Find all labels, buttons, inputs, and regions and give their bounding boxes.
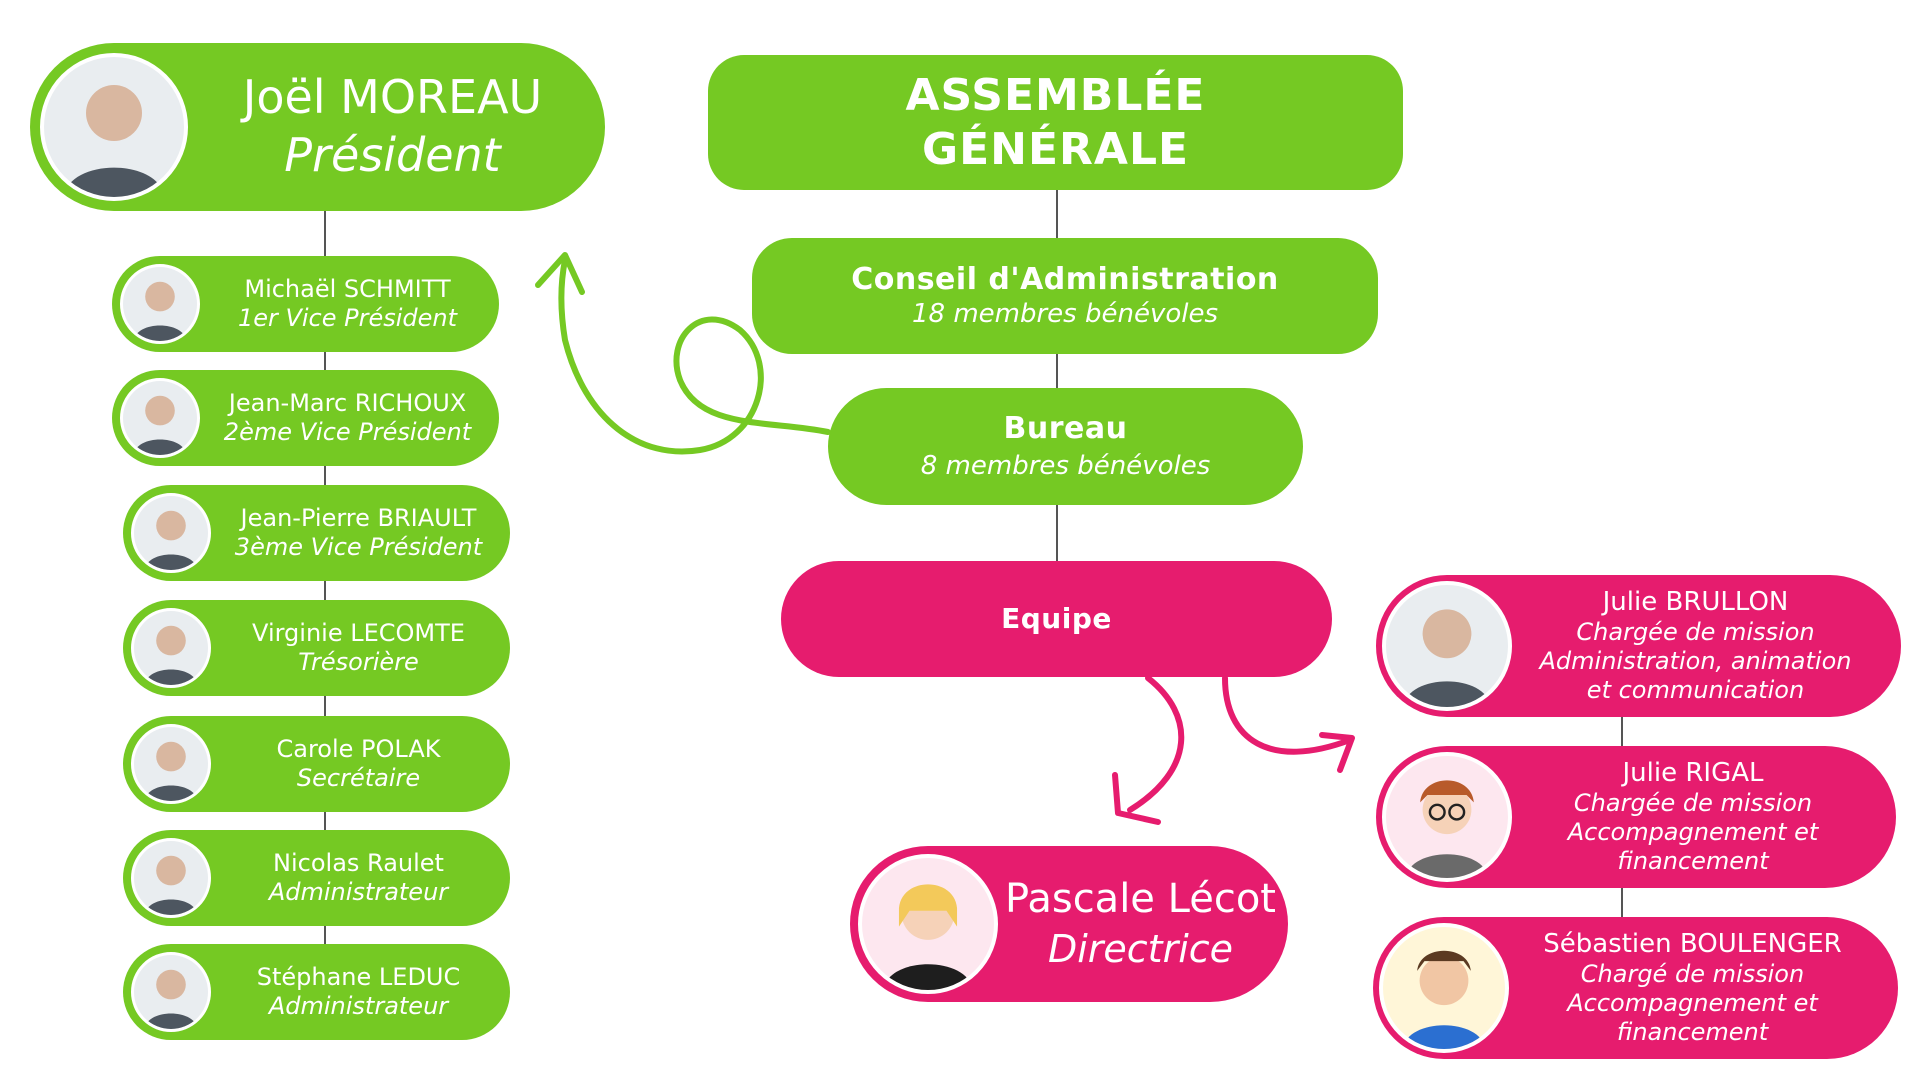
board-member-name: Stéphane LEDUC: [256, 963, 461, 992]
board-member-card: Jean-Pierre BRIAULT 3ème Vice Président: [123, 485, 510, 581]
staff-detail: financement: [1616, 1017, 1769, 1046]
board-member-card: Carole POLAK Secrétaire: [123, 716, 510, 812]
board-member-name: Carole POLAK: [276, 735, 441, 764]
team-title: Equipe: [1001, 602, 1112, 636]
staff-role: Chargé de mission: [1580, 960, 1805, 989]
bureau-to-president-arrowhead: [535, 252, 585, 295]
board-member-card: Nicolas Raulet Administrateur: [123, 830, 510, 926]
board-member-role: 3ème Vice Président: [234, 533, 483, 561]
staff-role: Chargée de mission: [1576, 618, 1815, 647]
team-to-director-arrow: [1127, 675, 1185, 813]
board-member-card: Stéphane LEDUC Administrateur: [123, 944, 510, 1040]
team-box: Equipe: [781, 561, 1332, 677]
board-member-role: Trésorière: [298, 648, 419, 676]
president-name: Joël MOREAU: [242, 70, 543, 125]
council-subtitle: 18 membres bénévoles: [911, 299, 1219, 330]
board-member-card: Jean-Marc RICHOUX 2ème Vice Président: [112, 370, 499, 466]
assembly-title-line2: GÉNÉRALE: [921, 123, 1190, 175]
photo-portrait-icon: [120, 264, 200, 344]
team-to-director-arrowhead: [1112, 772, 1161, 825]
president-card: Joël MOREAU Président: [30, 43, 605, 211]
cartoon-avatar-icon: [858, 854, 998, 994]
photo-portrait-icon: [131, 608, 211, 688]
director-name: Pascale Lécot: [1005, 876, 1276, 923]
board-member-role: Administrateur: [268, 878, 449, 906]
board-member-role: Administrateur: [268, 992, 449, 1020]
board-member-card: Virginie LECOMTE Trésorière: [123, 600, 510, 696]
staff-name: Julie BRULLON: [1602, 587, 1789, 618]
board-member-name: Jean-Pierre BRIAULT: [240, 504, 477, 533]
staff-card: Julie RIGAL Chargée de mission Accompagn…: [1376, 746, 1896, 888]
photo-portrait-icon: [131, 493, 211, 573]
staff-name: Sébastien BOULENGER: [1543, 929, 1842, 960]
general-assembly-box: ASSEMBLÉE GÉNÉRALE: [708, 55, 1403, 190]
bureau-to-president-arrow: [558, 257, 831, 455]
staff-detail: financement: [1617, 846, 1769, 875]
board-of-directors-box: Conseil d'Administration 18 membres béné…: [752, 238, 1378, 354]
board-member-name: Jean-Marc RICHOUX: [228, 389, 467, 418]
bureau-title: Bureau: [1003, 411, 1128, 447]
council-title: Conseil d'Administration: [851, 261, 1279, 297]
staff-card: Julie BRULLON Chargée de mission Adminis…: [1376, 575, 1901, 717]
staff-name: Julie RIGAL: [1622, 758, 1764, 789]
board-member-role: 1er Vice Président: [237, 304, 458, 332]
board-member-card: Michaël SCHMITT 1er Vice Président: [112, 256, 499, 352]
staff-detail: Accompagnement et: [1567, 818, 1819, 847]
assembly-title-line1: ASSEMBLÉE: [905, 70, 1206, 122]
staff-detail: et communication: [1586, 675, 1805, 704]
board-member-role: Secrétaire: [296, 764, 421, 792]
board-member-name: Virginie LECOMTE: [252, 619, 465, 648]
staff-role: Chargée de mission: [1573, 789, 1813, 818]
director-role: Directrice: [1047, 927, 1234, 972]
photo-portrait-icon: [1382, 581, 1512, 711]
board-member-name: Michaël SCHMITT: [244, 275, 451, 304]
staff-detail: Accompagnement et: [1567, 989, 1818, 1018]
photo-portrait-icon: [40, 53, 188, 201]
board-member-role: 2ème Vice Président: [223, 418, 472, 446]
team-to-staff-arrow: [1222, 675, 1353, 755]
president-role: Président: [284, 128, 501, 182]
bureau-subtitle: 8 membres bénévoles: [920, 450, 1211, 481]
staff-detail: Administration, animation: [1539, 647, 1852, 676]
team-to-staff-arrowhead: [1319, 732, 1355, 773]
board-member-name: Nicolas Raulet: [273, 849, 444, 878]
cartoon-avatar-icon: [1382, 752, 1512, 882]
director-card: Pascale Lécot Directrice: [850, 846, 1288, 1002]
cartoon-avatar-icon: [1379, 923, 1509, 1053]
staff-card: Sébastien BOULENGER Chargé de mission Ac…: [1373, 917, 1898, 1059]
photo-portrait-icon: [120, 378, 200, 458]
photo-portrait-icon: [131, 838, 211, 918]
photo-portrait-icon: [131, 952, 211, 1032]
bureau-box: Bureau 8 membres bénévoles: [828, 388, 1303, 505]
photo-portrait-icon: [131, 724, 211, 804]
